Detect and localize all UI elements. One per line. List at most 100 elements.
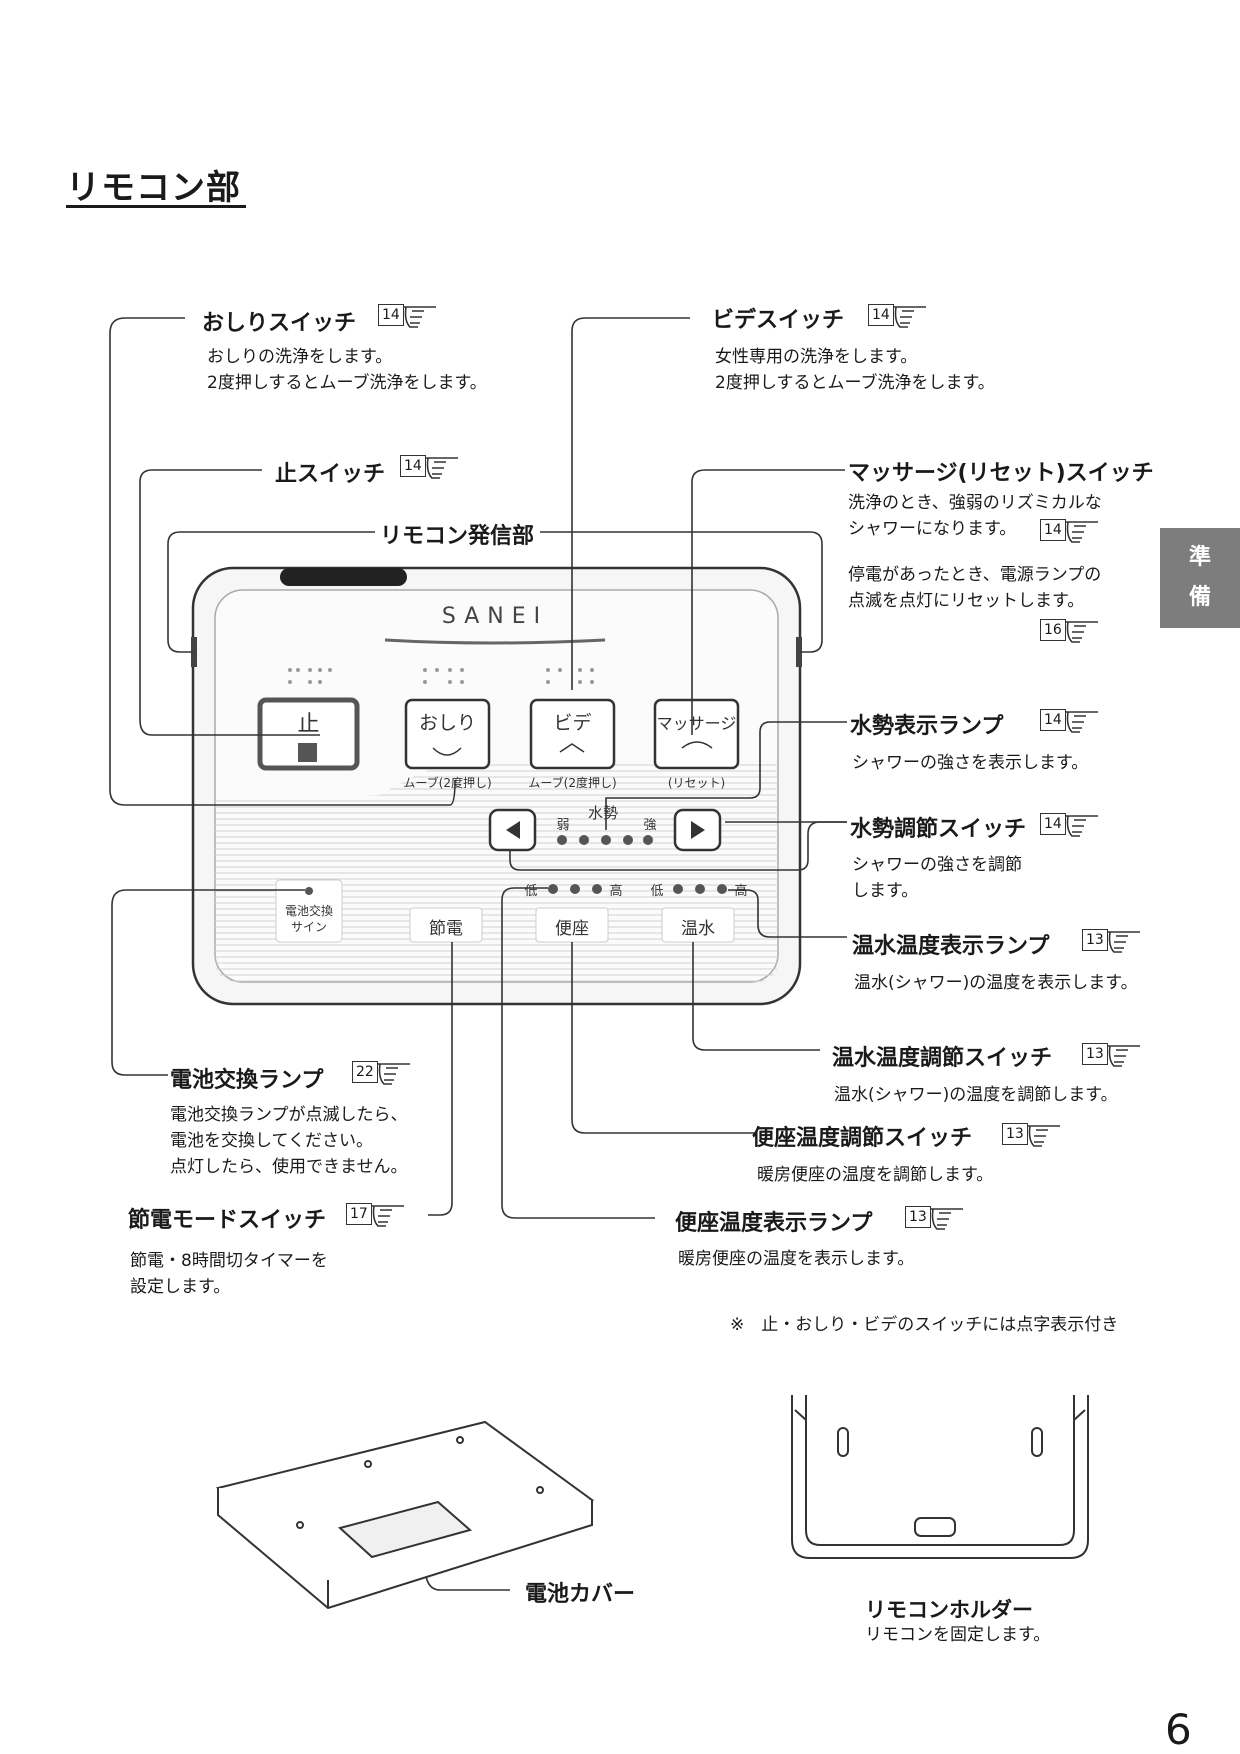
eco-switch-label: 節電モードスイッチ xyxy=(128,1208,327,1233)
eco-switch-ref: 17 xyxy=(346,1200,406,1228)
massage-desc2-2: 点滅を点灯にリセットします。 xyxy=(848,591,1085,611)
massage-ref-number: 14 xyxy=(1040,519,1066,541)
bidet-ref-number: 14 xyxy=(868,304,894,326)
seat-temp-lamp-ref: 13 xyxy=(905,1203,965,1231)
massage-sublabel: (リセット) xyxy=(667,776,726,790)
battery-sign-line2: サイン xyxy=(290,920,327,934)
battery-lamp-label: 電池交換ランプ xyxy=(170,1068,324,1093)
side-tab-char-1: 準 xyxy=(1188,545,1211,570)
holder-desc: リモコンを固定します。 xyxy=(865,1625,1051,1645)
bidet-ref: 14 xyxy=(868,301,928,329)
pointing-hand-icon xyxy=(371,1205,404,1227)
water-temp-switch-label: 温水温度調節スイッチ xyxy=(832,1046,1053,1071)
stop-switch-label: 止スイッチ xyxy=(275,462,386,487)
seat-temp-high: 高 xyxy=(609,884,623,899)
stop-button xyxy=(257,697,360,771)
side-tab-char-2: 備 xyxy=(1188,585,1211,610)
oshiri-switch-label: おしりスイッチ xyxy=(202,311,357,336)
seat-temp-lamp-ref-number: 13 xyxy=(905,1206,931,1228)
pointing-hand-icon xyxy=(403,306,436,328)
oshiri-ref-number: 14 xyxy=(378,304,404,326)
water-button-label[interactable]: 温水 xyxy=(681,919,715,939)
massage-switch-label: マッサージ(リセット)スイッチ xyxy=(848,461,1154,486)
battery-lamp-desc-1: 電池交換ランプが点滅したら、 xyxy=(170,1105,408,1125)
flow-title: 水勢 xyxy=(587,804,618,822)
oshiri-ref: 14 xyxy=(378,301,438,329)
battery-cover-illustration xyxy=(215,1420,595,1610)
seat-temp-switch-label: 便座温度調節スイッチ xyxy=(752,1126,973,1151)
oshiri-button xyxy=(404,698,491,770)
title-underline xyxy=(66,205,246,208)
seat-temp-switch-ref: 13 xyxy=(1002,1120,1062,1148)
massage-button xyxy=(653,698,740,770)
holder-title: リモコンホルダー xyxy=(865,1598,1033,1622)
massage-button-label[interactable]: マッサージ xyxy=(656,714,737,733)
eco-button xyxy=(409,907,483,943)
oshiri-desc-2: 2度押しするとムーブ洗浄をします。 xyxy=(207,373,487,393)
bidet-button-label[interactable]: ビデ xyxy=(553,712,592,734)
massage-ref2: 16 xyxy=(1040,616,1100,644)
footnote: ※ 止・おしり・ビデのスイッチには点字表示付き xyxy=(730,1315,1119,1335)
battery-cover-label: 電池カバー xyxy=(525,1582,636,1607)
pointing-hand-icon xyxy=(1065,621,1098,643)
bidet-button xyxy=(529,698,616,770)
massage-ref2-number: 16 xyxy=(1040,619,1066,641)
flow-weak-label: 弱 xyxy=(556,818,570,833)
stop-button-label[interactable]: 止 xyxy=(297,712,320,737)
eco-button-label[interactable]: 節電 xyxy=(429,919,463,939)
flow-lamp-desc: シャワーの強さを表示します。 xyxy=(852,753,1089,773)
oshiri-button-label[interactable]: おしり xyxy=(418,712,476,734)
flow-switch-desc-2: します。 xyxy=(852,881,919,901)
remote-brand: SANEI xyxy=(441,604,549,629)
flow-lamp-ref-number: 14 xyxy=(1040,709,1066,731)
water-temp-low: 低 xyxy=(650,884,664,899)
pointing-hand-icon xyxy=(377,1063,410,1085)
stop-ref-number: 14 xyxy=(400,455,426,477)
side-tab: 準 備 xyxy=(1160,528,1240,628)
flow-switch-label: 水勢調節スイッチ xyxy=(850,817,1027,842)
pointing-hand-icon xyxy=(1065,711,1098,733)
water-temp-lamp-ref: 13 xyxy=(1082,926,1142,954)
oshiri-sublabel: ムーブ(2度押し) xyxy=(403,776,492,790)
seat-temp-low: 低 xyxy=(524,884,538,899)
pointing-hand-icon xyxy=(425,457,458,479)
flow-switch-desc-1: シャワーの強さを調節 xyxy=(852,855,1022,875)
bidet-desc-2: 2度押しするとムーブ洗浄をします。 xyxy=(715,373,995,393)
transmitter-window xyxy=(280,568,407,586)
stop-ref: 14 xyxy=(400,452,460,480)
pointing-hand-icon xyxy=(1027,1125,1060,1147)
water-temp-switch-desc: 温水(シャワー)の温度を調節します。 xyxy=(834,1085,1118,1105)
battery-lamp-ref: 22 xyxy=(352,1058,412,1086)
seat-temp-switch-desc: 暖房便座の温度を調節します。 xyxy=(757,1165,994,1185)
massage-ref: 14 xyxy=(1040,516,1100,544)
bidet-sublabel: ムーブ(2度押し) xyxy=(528,776,617,790)
battery-lamp-ref-number: 22 xyxy=(352,1061,378,1083)
pointing-hand-icon xyxy=(893,306,926,328)
eco-switch-ref-number: 17 xyxy=(346,1203,372,1225)
seat-temp-lamp-desc: 暖房便座の温度を表示します。 xyxy=(678,1249,915,1269)
battery-lamp-desc-3: 点灯したら、使用できません。 xyxy=(170,1157,408,1177)
oshiri-desc-1: おしりの洗浄をします。 xyxy=(207,347,393,367)
battery-lamp-desc-2: 電池を交換してください。 xyxy=(170,1131,373,1151)
seat-temp-switch-ref-number: 13 xyxy=(1002,1123,1028,1145)
flow-lamp-label: 水勢表示ランプ xyxy=(850,714,1004,739)
pointing-hand-icon xyxy=(1065,815,1098,837)
water-button xyxy=(661,907,735,943)
pointing-hand-icon xyxy=(1107,1045,1140,1067)
flow-strong-label: 強 xyxy=(643,818,657,833)
transmitter-label: リモコン発信部 xyxy=(380,524,535,549)
flow-switch-ref-number: 14 xyxy=(1040,813,1066,835)
water-temp-lamp-desc: 温水(シャワー)の温度を表示します。 xyxy=(854,973,1138,993)
eco-switch-desc-2: 設定します。 xyxy=(130,1277,231,1297)
seat-temp-lamp-label: 便座温度表示ランプ xyxy=(675,1211,873,1236)
eco-switch-desc-1: 節電・8時間切タイマーを xyxy=(130,1251,328,1271)
water-temp-high: 高 xyxy=(734,884,748,899)
seat-button-label[interactable]: 便座 xyxy=(555,919,589,939)
battery-sign-line1: 電池交換 xyxy=(284,904,333,918)
remote-holder-illustration xyxy=(791,1395,1089,1559)
water-temp-lamp-ref-number: 13 xyxy=(1082,929,1108,951)
massage-desc2-1: 停電があったとき、電源ランプの xyxy=(848,565,1102,585)
page-number: 6 xyxy=(1165,1705,1192,1754)
bidet-desc-1: 女性専用の洗浄をします。 xyxy=(715,347,918,367)
